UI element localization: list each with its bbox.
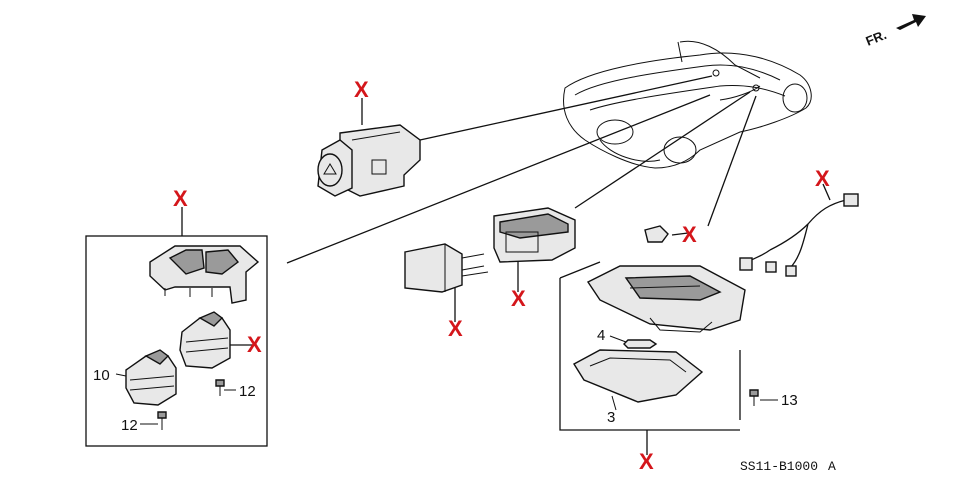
drawing-revision: A: [828, 459, 836, 474]
removed-mark-wire-harness: X: [815, 166, 830, 191]
removed-mark-hazard-switch: X: [354, 77, 369, 102]
callout-part-13: 13: [781, 392, 798, 409]
leader-lines: [181, 75, 831, 455]
drawing-code: SS11-B1000: [740, 459, 818, 474]
front-direction-indicator: FR.: [864, 14, 926, 49]
ceiling-light-group-box: [559, 261, 741, 431]
screw-12-upper: [215, 379, 236, 396]
removed-mark-switch-upper: X: [247, 332, 262, 357]
relay-unit: [404, 243, 489, 293]
callout-part-3: 3: [607, 409, 615, 426]
hazard-switch: [317, 124, 421, 197]
console-bezel: [149, 245, 260, 304]
bulb-socket: [493, 207, 576, 263]
removed-mark-bulb-socket: X: [511, 286, 526, 311]
console-switch-group-box: [85, 235, 268, 447]
callout-part-4: 4: [597, 327, 605, 344]
removed-mark-relay: X: [448, 316, 463, 341]
screw-13: [749, 389, 778, 406]
bulb-4: [609, 335, 658, 349]
front-arrow-icon: [896, 14, 926, 30]
callout-part-10: 10: [93, 367, 110, 384]
removed-mark-console-group: X: [173, 186, 188, 211]
hazard-triangle-icon: [323, 163, 337, 175]
removed-mark-clip: X: [682, 222, 697, 247]
light-lens-3: [573, 349, 704, 411]
screw-12-lower: [140, 411, 167, 430]
harness-clip: [644, 225, 669, 243]
front-direction-label: FR.: [864, 27, 889, 49]
wire-harness: [739, 193, 859, 277]
callout-part-12-lower: 12: [121, 417, 138, 434]
callout-part-12-upper: 12: [239, 383, 256, 400]
switch-10: [115, 349, 177, 406]
car-illustration: [563, 40, 812, 169]
removed-mark-ceiling-light: X: [639, 449, 654, 474]
ceiling-light-housing: [586, 265, 746, 333]
switch-upper: [179, 311, 231, 369]
